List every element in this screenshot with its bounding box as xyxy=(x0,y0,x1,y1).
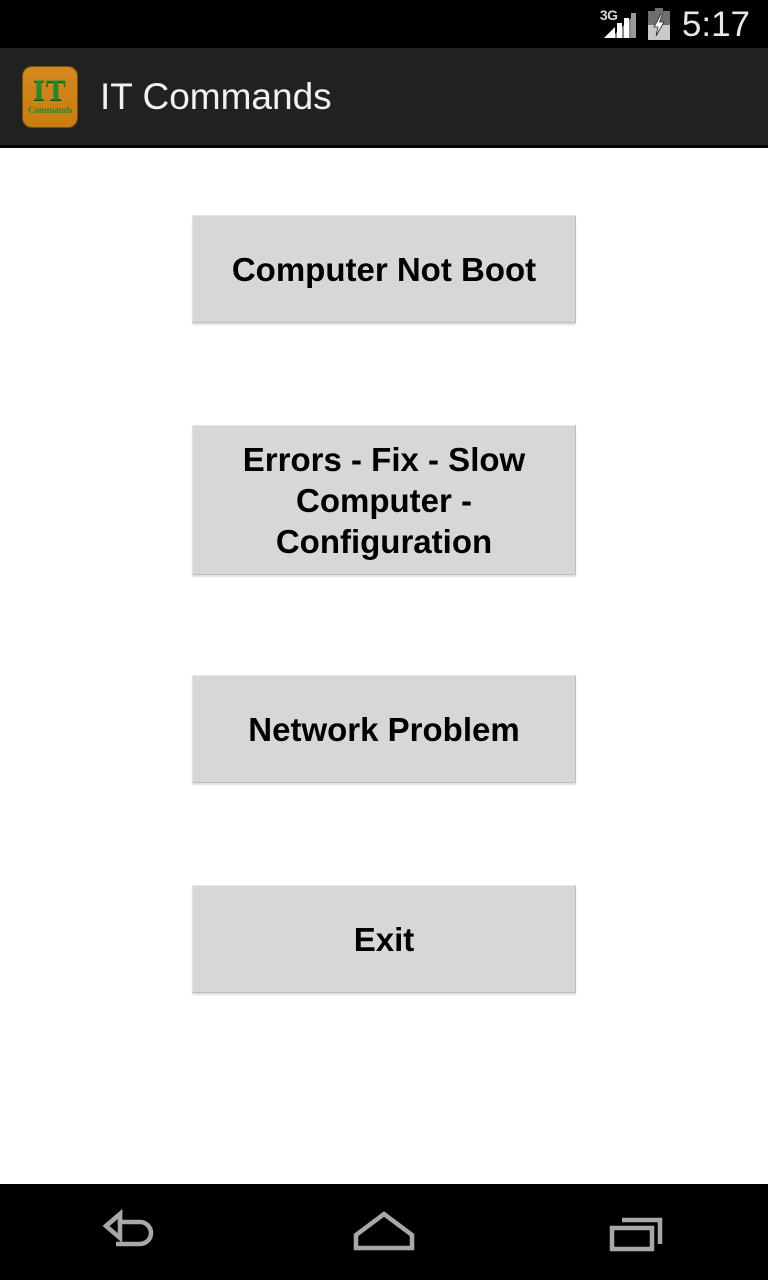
signal-bars-icon: 3G xyxy=(599,7,638,39)
button-label: Network Problem xyxy=(248,710,520,748)
battery-glyph xyxy=(647,8,670,40)
exit-button[interactable]: Exit xyxy=(192,885,576,993)
button-label: Computer Not Boot xyxy=(231,250,537,288)
network-type-label: 3G xyxy=(599,7,618,23)
status-bar-right-cluster: 3G 5:17 xyxy=(600,7,750,42)
errors-fix-slow-computer-configuration-button[interactable]: Errors - Fix - Slow Computer - Configura… xyxy=(192,425,576,575)
recents-icon xyxy=(609,1217,663,1252)
back-button[interactable] xyxy=(68,1196,188,1268)
recents-button[interactable] xyxy=(580,1196,700,1268)
app-logo-icon[interactable]: IT Commands xyxy=(22,65,78,128)
status-bar-clock: 5:17 xyxy=(681,4,750,44)
battery-charging-icon xyxy=(646,8,672,40)
back-arrow-icon xyxy=(102,1209,154,1247)
status-bar: 3G 5:17 xyxy=(0,0,768,48)
action-bar: IT Commands IT Commands xyxy=(0,48,768,148)
network-problem-button[interactable]: Network Problem xyxy=(192,675,576,783)
signal-bars-glyph xyxy=(603,13,636,38)
home-icon xyxy=(353,1211,415,1251)
button-label: Exit xyxy=(353,920,415,958)
app-logo-primary-text: IT xyxy=(33,73,67,107)
computer-not-boot-button[interactable]: Computer Not Boot xyxy=(192,215,576,323)
main-content: Computer Not Boot Errors - Fix - Slow Co… xyxy=(0,148,768,1184)
home-button[interactable] xyxy=(324,1196,444,1268)
page-title: IT Commands xyxy=(100,76,332,117)
app-logo-secondary-text: Commands xyxy=(27,105,73,116)
button-label: Errors - Fix - Slow Computer - Configura… xyxy=(242,440,526,560)
navigation-bar xyxy=(0,1184,768,1280)
